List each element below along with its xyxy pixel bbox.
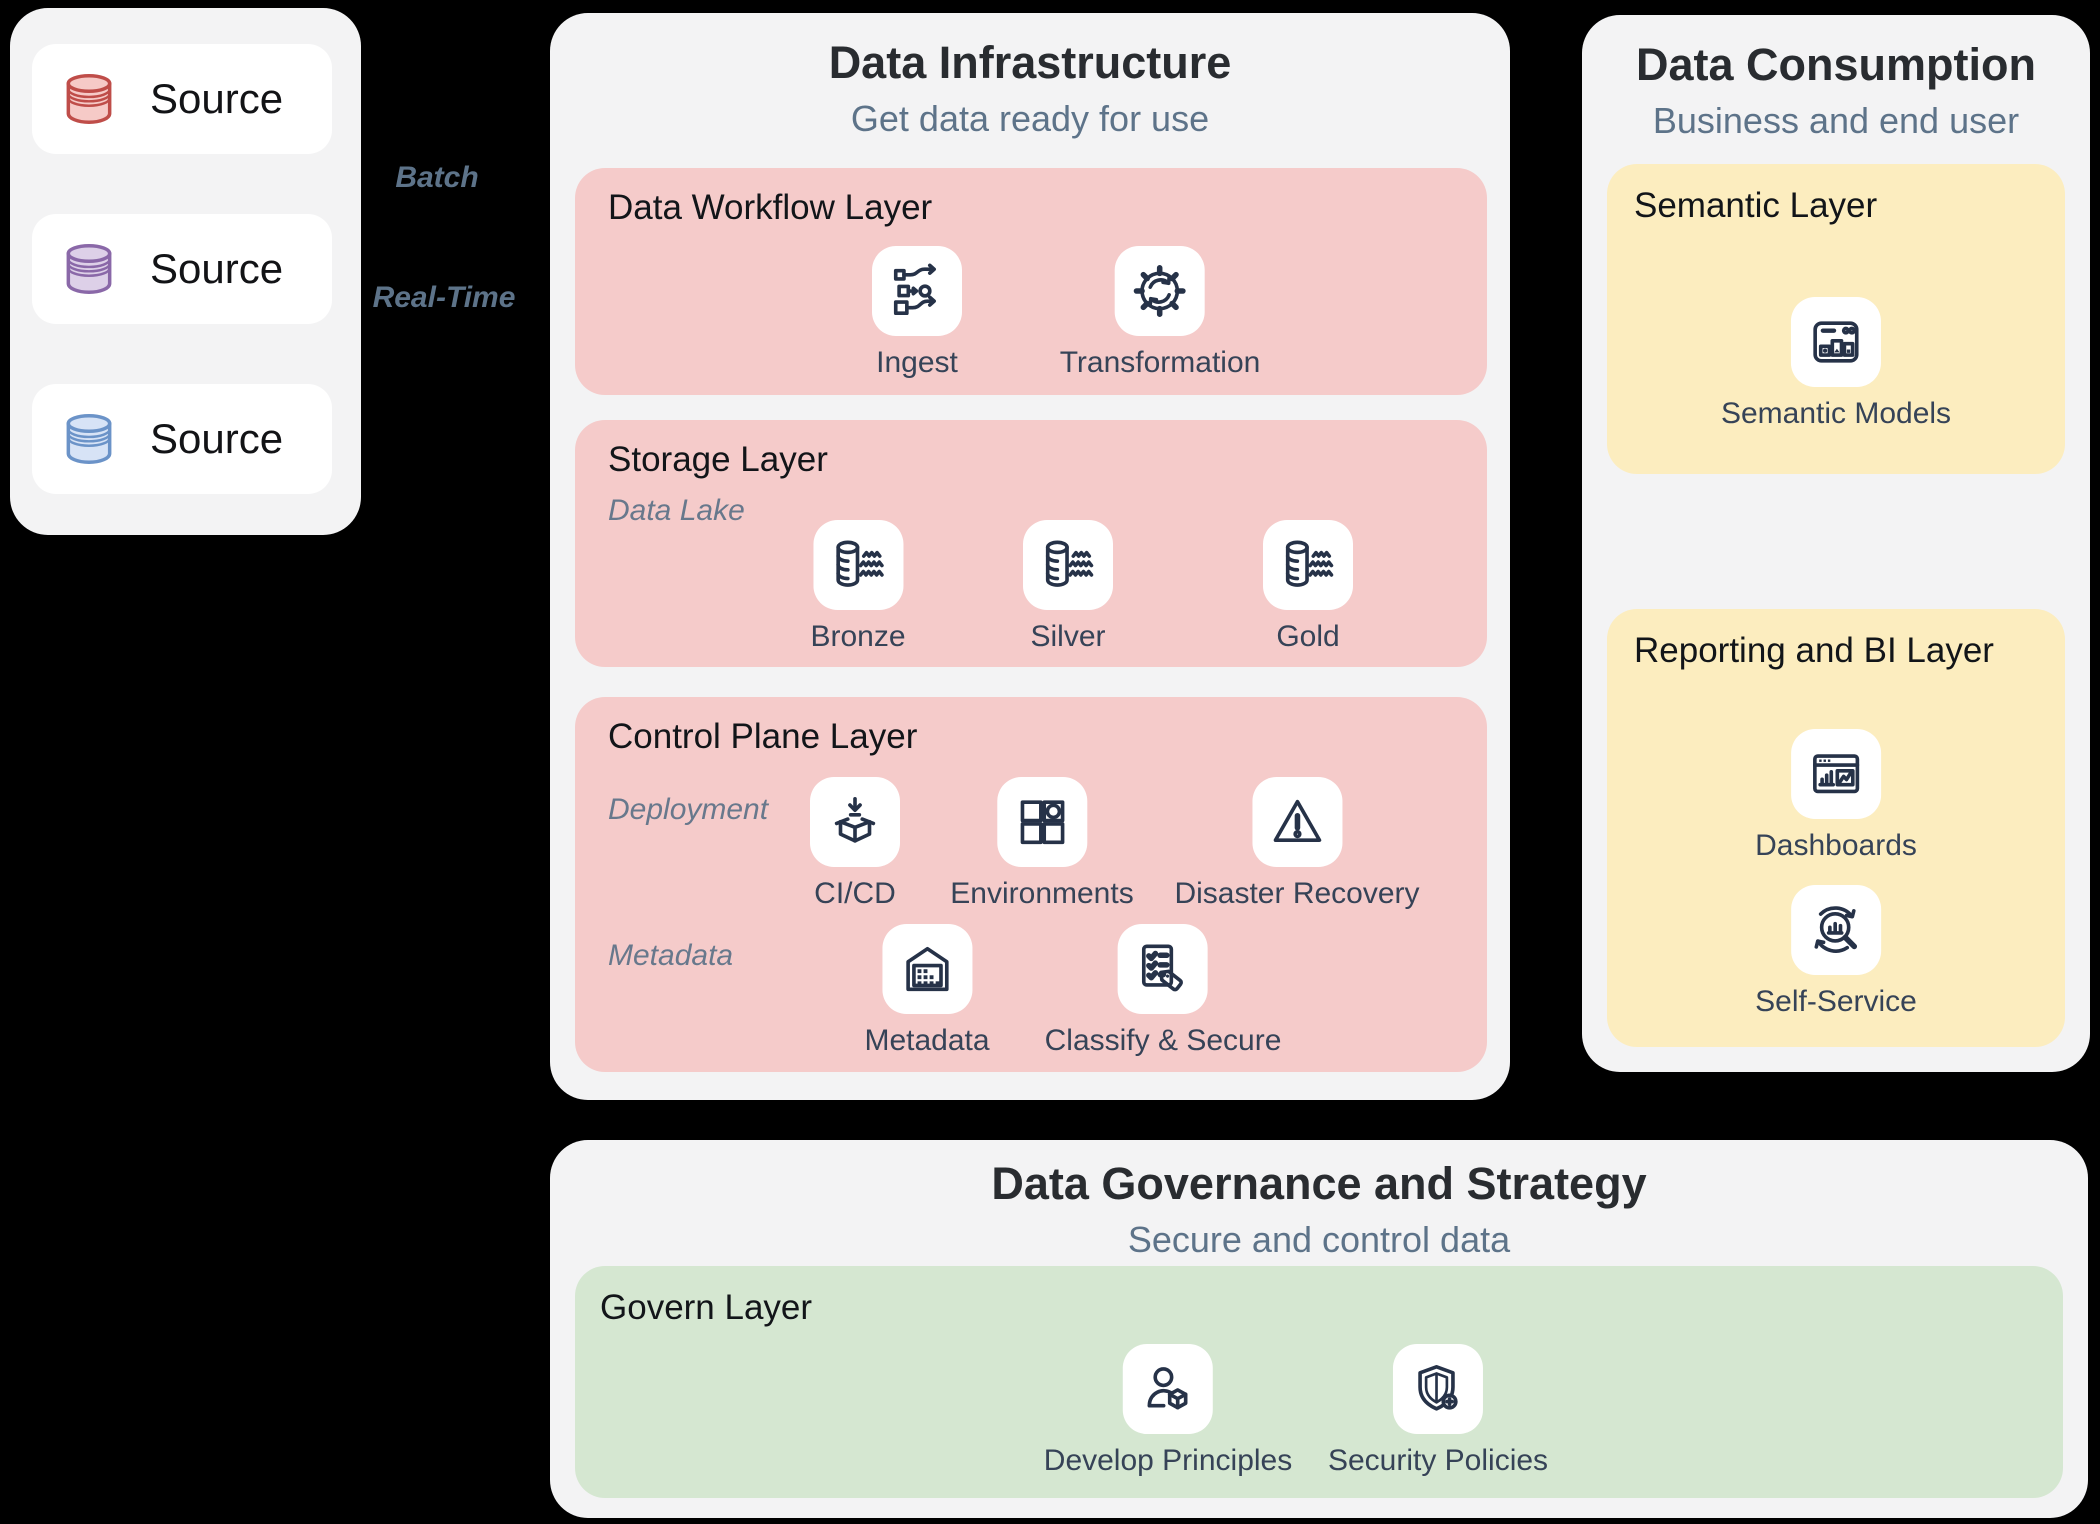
icon-tile (996, 777, 1087, 867)
govern-layer-title: Govern Layer (600, 1288, 813, 1327)
consumption-title: Data Consumption (1636, 39, 2036, 90)
workflow-layer-title: Data Workflow Layer (608, 188, 933, 227)
control-item-classify-secure: Classify & Secure (1044, 924, 1282, 1058)
flow-label-realtime: Real-Time (372, 281, 516, 314)
control-plane-layer-title: Control Plane Layer (608, 717, 918, 756)
storage-item-silver: Silver (1023, 520, 1113, 654)
source-card-red: Source (32, 44, 332, 154)
workflow-item-ingest: Ingest (872, 246, 962, 380)
item-label: Disaster Recovery (1174, 877, 1420, 910)
icon-tile (1790, 297, 1881, 387)
reporting-bi-layer-title: Reporting and BI Layer (1634, 631, 1994, 670)
item-label: Dashboards (1755, 829, 1917, 862)
icon-tile (813, 520, 903, 610)
consumption-subtitle: Business and end user (1652, 99, 2020, 141)
item-label: Metadata (864, 1024, 990, 1057)
database-icon (66, 244, 112, 294)
semantic-models-icon (1813, 321, 1859, 363)
icon-tile (1122, 1344, 1213, 1434)
semantic-layer-card: Semantic Layer Semantic Models (1607, 164, 2065, 474)
item-label: Silver (1030, 620, 1106, 653)
control-item-disaster-recovery: Disaster Recovery (1174, 777, 1420, 911)
item-label: Bronze (810, 620, 906, 653)
semantic-layer-title: Semantic Layer (1634, 186, 1878, 225)
workflow-item-transformation: Transformation (1059, 246, 1261, 380)
infrastructure-subtitle: Get data ready for use (850, 97, 1210, 139)
icon-tile (810, 777, 900, 867)
icon-tile (1392, 1344, 1483, 1434)
workflow-layer-card: Data Workflow Layer Ingest (575, 168, 1487, 395)
data-lake-icon (835, 540, 884, 587)
reporting-bi-layer-card: Reporting and BI Layer Dashboards (1607, 609, 2065, 1047)
storage-layer-title: Storage Layer (608, 440, 828, 479)
security-policies-icon (1418, 1364, 1458, 1411)
dashboards-icon (1812, 754, 1860, 794)
source-label: Source (150, 415, 284, 462)
icon-tile (1790, 729, 1881, 819)
icon-tile (1115, 246, 1205, 336)
icon-tile (872, 246, 962, 336)
item-label: CI/CD (814, 877, 896, 910)
consumption-item-self-service: Self-Service (1755, 885, 1917, 1019)
data-lake-icon (1285, 540, 1334, 587)
storage-sublabel: Data Lake (608, 494, 745, 527)
flow-label-batch: Batch (395, 161, 479, 194)
metadata-icon (905, 946, 949, 992)
item-label: Classify & Secure (1044, 1024, 1282, 1057)
database-icon (66, 414, 112, 464)
control-plane-layer-card: Control Plane Layer Deployment CI/CD (575, 697, 1487, 1072)
control-item-metadata: Metadata (864, 924, 990, 1058)
item-label: Security Policies (1327, 1444, 1549, 1477)
database-icon (66, 74, 112, 124)
disaster-recovery-icon (1273, 799, 1321, 842)
item-label: Gold (1276, 620, 1340, 653)
icon-tile (1263, 520, 1353, 610)
source-label: Source (150, 245, 284, 292)
icon-tile (1118, 924, 1208, 1014)
governance-subtitle: Secure and control data (1127, 1218, 1511, 1260)
item-label: Transformation (1059, 346, 1261, 379)
governance-header: Data Governance and Strategy Secure and … (550, 1158, 2088, 1260)
consumption-header: Data Consumption Business and end user (1582, 39, 2090, 141)
ingest-icon (893, 263, 936, 316)
source-card-purple: Source (32, 214, 332, 324)
consumption-item-dashboards: Dashboards (1755, 729, 1917, 863)
sources-panel: Source Source Source (10, 8, 361, 535)
icon-tile (882, 924, 972, 1014)
infrastructure-panel: Data Infrastructure Get data ready for u… (550, 13, 1510, 1100)
icon-tile (1791, 885, 1881, 975)
item-label: Semantic Models (1720, 397, 1952, 430)
cicd-icon (834, 796, 876, 843)
consumption-panel: Data Consumption Business and end user S… (1582, 15, 2090, 1072)
infrastructure-header: Data Infrastructure Get data ready for u… (550, 37, 1510, 139)
source-card-blue: Source (32, 384, 332, 494)
data-lake-icon (1045, 540, 1094, 587)
storage-item-bronze: Bronze (810, 520, 906, 654)
item-label: Self-Service (1755, 985, 1917, 1018)
transformation-icon (1134, 265, 1186, 317)
control-item-environments: Environments (950, 777, 1134, 911)
governance-item-security-policies: Security Policies (1328, 1344, 1548, 1478)
storage-layer-card: Storage Layer Data Lake Bronze (575, 420, 1487, 667)
item-label: Ingest (876, 346, 958, 379)
governance-item-develop-principles: Develop Principles (1044, 1344, 1292, 1478)
storage-item-gold: Gold (1263, 520, 1353, 654)
item-label: Environments (950, 877, 1134, 910)
governance-title: Data Governance and Strategy (991, 1158, 1647, 1209)
classify-secure-icon (1142, 944, 1184, 992)
icon-tile (1251, 777, 1342, 867)
metadata-sublabel: Metadata (608, 939, 734, 972)
infrastructure-title: Data Infrastructure (828, 37, 1232, 88)
icon-tile (1023, 520, 1113, 610)
governance-panel: Data Governance and Strategy Secure and … (550, 1140, 2088, 1518)
control-item-cicd: CI/CD (810, 777, 900, 911)
environments-icon (1020, 800, 1065, 845)
item-label: Develop Principles (1043, 1444, 1293, 1477)
govern-layer-card: Govern Layer Develop Principles (575, 1266, 2063, 1498)
deployment-sublabel: Deployment (608, 793, 769, 826)
develop-principles-icon (1147, 1367, 1188, 1410)
consumption-item-semantic-models: Semantic Models (1721, 297, 1951, 431)
source-label: Source (150, 75, 284, 122)
self-service-icon (1814, 906, 1857, 953)
